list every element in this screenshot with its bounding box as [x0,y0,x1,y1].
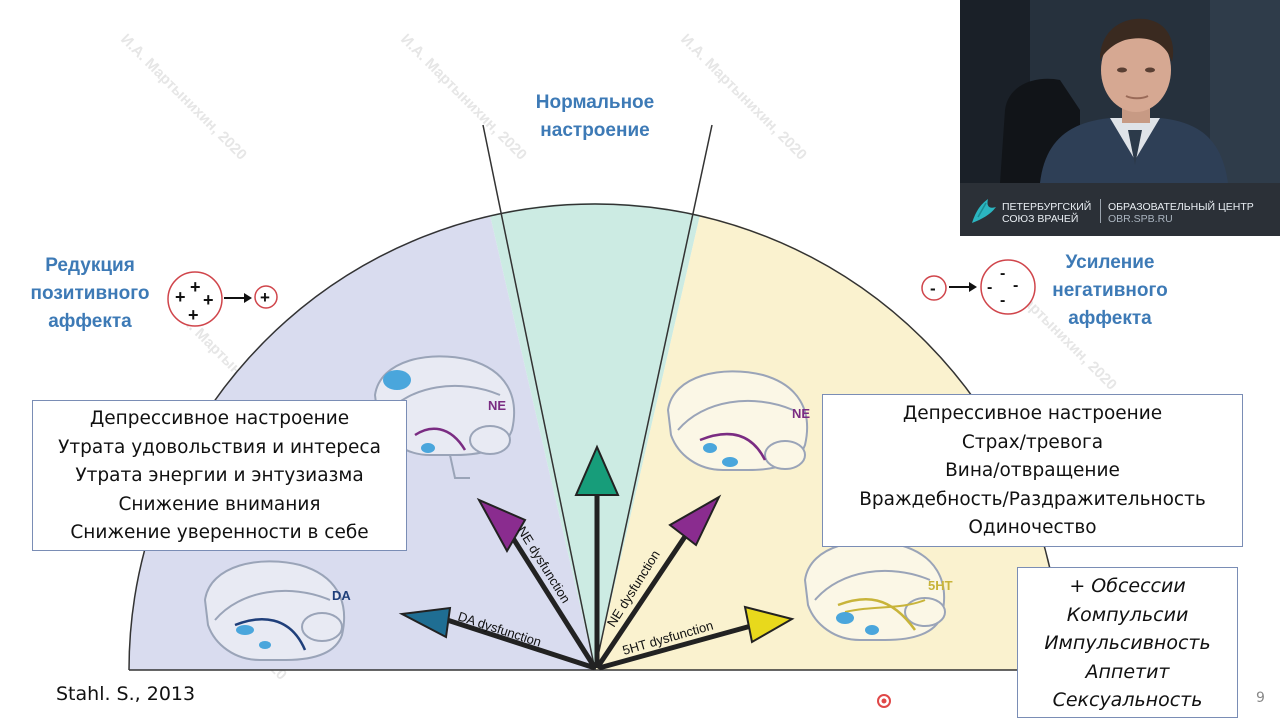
list-item: Депрессивное настроение [89,408,350,429]
arrow-normal [574,444,620,668]
list-item: Страх/тревога [961,431,1104,453]
symptom-list: + Обсессии Компульсии Импульсивность Апп… [1018,572,1237,715]
normal-mood-heading: Нормальное настроение [520,89,670,145]
organization-logo-bar: ПЕТЕРБУРГСКИЙ СОЮЗ ВРАЧЕЙ ОБРАЗОВАТЕЛЬНЫ… [960,183,1280,236]
brain-ne-right [666,370,809,471]
heading-line: Редукция [45,255,135,276]
arrow-ne-right [594,494,722,670]
locus-blob [383,370,411,390]
minus-sign: - [930,279,936,298]
watermark-text: И.А. Мартынихин, 2020 [117,31,250,164]
heading-line: позитивного [30,283,150,304]
plus-sign: + [203,290,214,310]
brain-label-5ht: 5HT [928,578,953,593]
logo-right-text: ОБРАЗОВАТЕЛЬНЫЙ ЦЕНТР OBR.SPB.RU [1108,201,1254,225]
logo-line: СОЮЗ ВРАЧЕЙ [1002,213,1079,225]
list-item: Одиночество [968,517,1097,539]
plus-sign: + [188,305,199,325]
depression-symptoms-box: Депрессивное настроение Утрата удовольст… [32,400,407,551]
logo-left-text: ПЕТЕРБУРГСКИЙ СОЮЗ ВРАЧЕЙ [1002,201,1091,225]
dysfunction-arrows [398,444,795,671]
presenter-video [960,0,1280,183]
symptom-list: Депрессивное настроение Утрата удовольст… [33,405,406,548]
reduction-heading: Редукция позитивного аффекта [25,252,155,336]
list-item: + Обсессии [1069,575,1186,597]
list-item: Враждебность/Раздражительность [859,488,1206,510]
brain-ne-left [373,355,516,479]
arrow-ne-left [476,497,598,670]
list-item: Сексуальность [1052,689,1203,711]
brain-labels: NE NE DA 5HT [332,398,953,603]
symptom-list: Депрессивное настроение Страх/тревога Ви… [823,400,1242,543]
heading-line: Усиление [1065,252,1155,273]
watermark-text: И.А. Мартынихин, 2020 [677,31,810,164]
middle-sector [490,203,700,670]
heading-line: аффекта [48,311,132,332]
negative-affect-icon: - - - - - [921,259,1036,315]
brain-label-ne-left: NE [488,398,506,413]
heading-line: Нормальное [535,92,655,113]
positive-affect-icon: + + + + + [167,271,278,327]
logo-line: ПЕТЕРБУРГСКИЙ [1002,201,1092,213]
list-item: Аппетит [1085,660,1170,683]
webcam-overlay: ПЕТЕРБУРГСКИЙ СОЮЗ ВРАЧЕЙ ОБРАЗОВАТЕЛЬНЫ… [960,0,1280,236]
logo-divider [1100,199,1101,223]
plus-sign: + [260,288,270,307]
arrow-5ht [598,605,795,671]
logo-line: ОБРАЗОВАТЕЛЬНЫЙ ЦЕНТР [1108,201,1254,213]
increase-heading: Усиление негативного аффекта [1035,249,1185,333]
list-item: Утрата энергии и энтузиазма [75,465,364,487]
list-item: Компульсии [1066,603,1189,626]
brain-label-da: DA [332,588,351,603]
heading-line: негативного [1052,280,1168,301]
arrow-da [398,606,596,671]
page-number: 9 [1256,690,1265,706]
list-item: Утрата удовольствия и интереса [58,436,381,458]
recording-indicator [877,694,891,708]
list-item: Депрессивное настроение [902,403,1163,424]
list-item: Импульсивность [1044,632,1211,654]
negative-affect-box: Депрессивное настроение Страх/тревога Ви… [822,394,1243,547]
logo-line: OBR.SPB.RU [1108,213,1173,225]
sector-divider-right [594,124,713,671]
citation: Stahl. S., 2013 [56,683,196,705]
sector-divider-left [482,124,596,671]
brain-da [203,560,346,661]
brain-label-ne-right: NE [792,406,810,421]
heading-line: настроение [540,120,650,141]
minus-sign: - [1000,292,1005,309]
list-item: Снижение уверенности в себе [70,522,369,544]
minus-sign: - [987,279,992,296]
brain-5ht [803,540,946,641]
list-item: Вина/отвращение [945,460,1120,482]
minus-sign: - [1000,265,1005,282]
minus-sign: - [1013,277,1018,294]
heading-line: аффекта [1068,308,1152,329]
logo-icon [972,199,996,223]
watermark-text: И.А. Мартынихин, 2020 [397,31,530,164]
plus-sign: + [175,287,186,307]
plus-sign: + [190,277,201,297]
list-item: Снижение внимания [118,493,321,515]
additional-symptoms-box: + Обсессии Компульсии Импульсивность Апп… [1017,567,1238,718]
